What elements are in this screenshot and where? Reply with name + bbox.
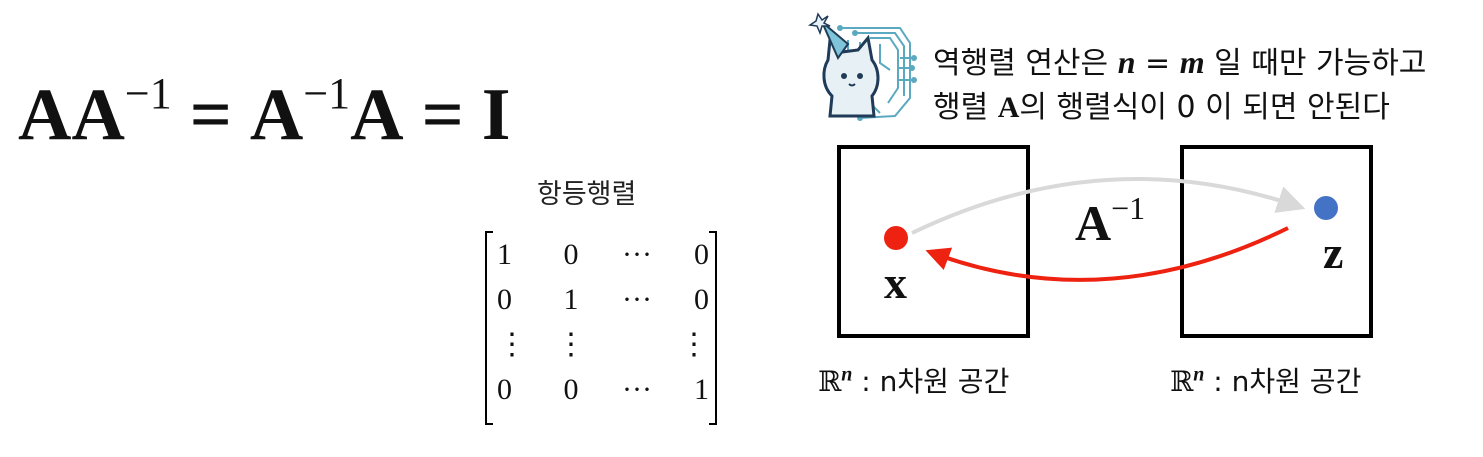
- space-exponent: n: [841, 363, 853, 386]
- matrix-cell: ⋮: [556, 328, 586, 361]
- space-label: : n차원 공간: [852, 365, 1010, 398]
- space-exponent: n: [1193, 363, 1205, 386]
- matrix-cell: 1: [694, 372, 709, 406]
- vector-z-label: z: [1323, 227, 1344, 278]
- note-equals: =: [1135, 46, 1180, 81]
- matrix-cell: 0: [694, 237, 709, 271]
- matrix-cell: ···: [622, 237, 652, 271]
- space-box-right: [1180, 145, 1373, 338]
- matrix-a-symbol: A: [997, 91, 1020, 124]
- identity-matrix: 1 0 ··· 0 0 1 ··· 0 ⋮ ⋮ ⋮ 0 0 ··· 1: [483, 228, 719, 428]
- matrix-brackets: [485, 231, 717, 425]
- note-line-1: 역행렬 연산은 n = m 일 때만 가능하고: [933, 38, 1426, 82]
- robot-cat-mascot-icon: [807, 12, 917, 121]
- real-space-symbol: ℝ: [818, 365, 842, 398]
- matrix-cell: 0: [694, 282, 709, 316]
- real-space-symbol: ℝ: [1170, 365, 1194, 398]
- note-text: 의 행렬식이 0 이 되면 안된다: [1019, 90, 1390, 125]
- inverse-label: A−1: [1075, 190, 1145, 252]
- eq-term-a2: A: [350, 74, 404, 156]
- forward-arrow: [911, 176, 1306, 235]
- matrix-cell: 1: [563, 282, 579, 316]
- eq-exp-1: −1: [124, 69, 172, 118]
- eq-term-aa: AA: [18, 74, 125, 156]
- matrix-cell: ⋮: [679, 328, 709, 361]
- note-line-2: 행렬 A의 행렬식이 0 이 되면 안된다: [933, 82, 1390, 126]
- space-label: : n차원 공간: [1204, 365, 1362, 398]
- matrix-row: ⋮ ⋮ ⋮: [497, 322, 709, 367]
- inverse-matrix-equation: AA−1=A−1A=I: [18, 72, 511, 153]
- matrix-cell: 0: [497, 372, 512, 406]
- matrix-row: 0 0 ··· 1: [497, 367, 709, 412]
- matrix-cell: 1: [497, 237, 512, 271]
- matrix-cell: ⋮: [497, 328, 527, 361]
- matrix-cell: 0: [563, 372, 579, 406]
- matrix-cell: 0: [497, 282, 512, 316]
- x-dot: [884, 226, 908, 250]
- eq-exp-2: −1: [303, 69, 351, 118]
- inverse-label-a: A: [1075, 195, 1112, 251]
- matrix-row: 1 0 ··· 0: [497, 232, 709, 277]
- vector-x-label: x: [884, 257, 907, 308]
- eq-equals-1: =: [189, 74, 232, 156]
- eq-term-a: A: [249, 74, 304, 156]
- inverse-label-exp: −1: [1111, 190, 1146, 226]
- matrix-cell: ···: [622, 372, 652, 406]
- matrix-grid: 1 0 ··· 0 0 1 ··· 0 ⋮ ⋮ ⋮ 0 0 ··· 1: [497, 232, 709, 412]
- var-n: n: [1117, 44, 1136, 80]
- eq-equals-2: =: [421, 74, 464, 156]
- matrix-cell: 0: [563, 237, 579, 271]
- eq-identity: I: [481, 74, 511, 156]
- inverse-arrow: [925, 226, 1289, 282]
- matrix-cell: ···: [622, 282, 652, 316]
- left-space-caption: ℝn : n차원 공간: [818, 360, 1009, 400]
- note-text: 일 때만 가능하고: [1204, 46, 1427, 81]
- matrix-row: 0 1 ··· 0: [497, 277, 709, 322]
- note-text: 역행렬 연산은: [933, 46, 1118, 81]
- var-m: m: [1179, 44, 1205, 80]
- right-space-caption: ℝn : n차원 공간: [1170, 360, 1361, 400]
- z-dot: [1314, 196, 1338, 220]
- identity-caption: 항등행렬: [537, 179, 637, 210]
- space-box-left: [837, 145, 1030, 338]
- note-text: 행렬: [933, 90, 998, 125]
